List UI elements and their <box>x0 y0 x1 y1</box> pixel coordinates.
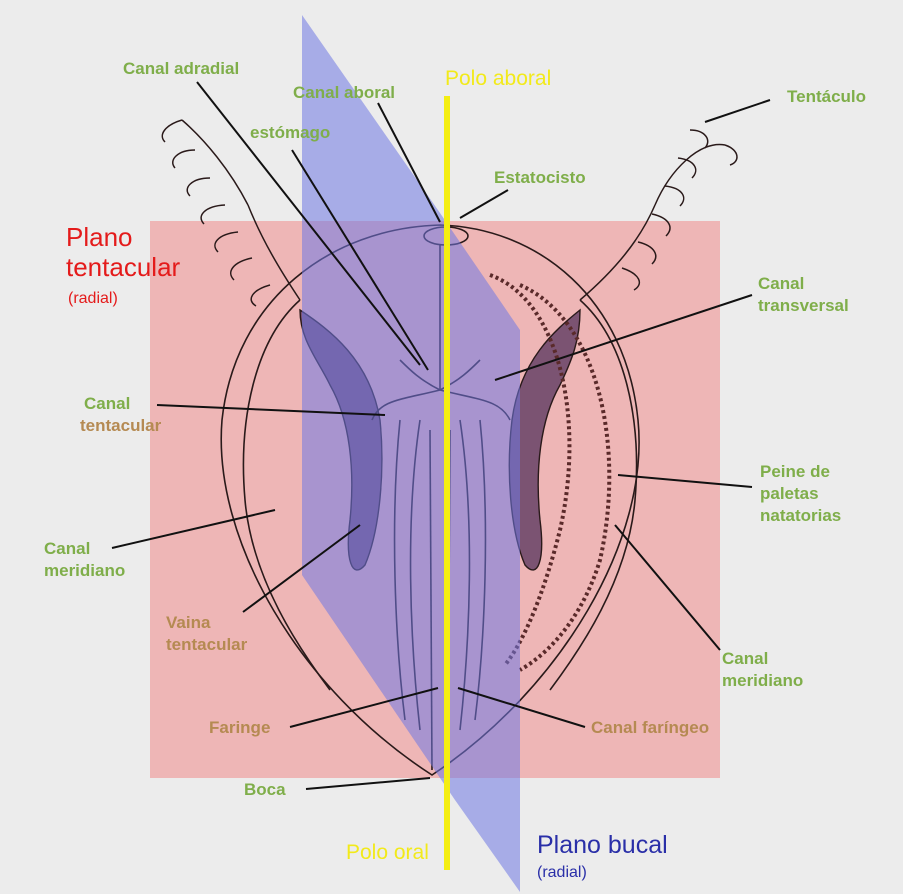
canal-faringeo-label: Canal faríngeo <box>591 717 709 739</box>
vaina-tentacular-label: Vaina tentacular <box>166 612 247 656</box>
peine-label: Peine de paletas natatorias <box>760 461 841 527</box>
canal-meridiano-right-line1: Canal <box>722 648 803 670</box>
canal-meridiano-left-line1: Canal <box>44 538 125 560</box>
canal-tentacular-line2: tentacular <box>80 415 161 437</box>
tentacular-plane-title: Plano tentacular <box>66 222 180 282</box>
bucal-plane-title: Plano bucal <box>537 830 668 860</box>
canal-meridiano-right-label: Canal meridiano <box>722 648 803 692</box>
faringe-label: Faringe <box>209 717 270 739</box>
tentacular-plane-subtitle: (radial) <box>68 288 118 310</box>
tentacular-plane-title-line2: tentacular <box>66 252 180 282</box>
canal-transversal-line1: Canal <box>758 273 849 295</box>
canal-meridiano-right-line2: meridiano <box>722 670 803 692</box>
bucal-plane-subtitle: (radial) <box>537 862 587 884</box>
canal-tentacular-label: Canal tentacular <box>80 393 161 437</box>
vaina-line1: Vaina <box>166 612 247 634</box>
canal-meridiano-left-label: Canal meridiano <box>44 538 125 582</box>
canal-tentacular-line1: Canal <box>80 393 161 415</box>
canal-aboral-label: Canal aboral <box>293 82 395 104</box>
peine-line1: Peine de <box>760 461 841 483</box>
peine-line3: natatorias <box>760 505 841 527</box>
oral-pole-label: Polo oral <box>346 842 429 864</box>
tentacular-plane-title-line1: Plano <box>66 222 180 252</box>
canal-meridiano-left-line2: meridiano <box>44 560 125 582</box>
aboral-pole-label: Polo aboral <box>445 68 551 90</box>
peine-line2: paletas <box>760 483 841 505</box>
canal-transversal-line2: transversal <box>758 295 849 317</box>
estomago-label: estómago <box>250 122 330 144</box>
canal-adradial-label: Canal adradial <box>123 58 239 80</box>
boca-label: Boca <box>244 779 286 801</box>
tentaculo-label: Tentáculo <box>787 86 866 108</box>
canal-transversal-label: Canal transversal <box>758 273 849 317</box>
estatocisto-label: Estatocisto <box>494 167 586 189</box>
vaina-line2: tentacular <box>166 634 247 656</box>
